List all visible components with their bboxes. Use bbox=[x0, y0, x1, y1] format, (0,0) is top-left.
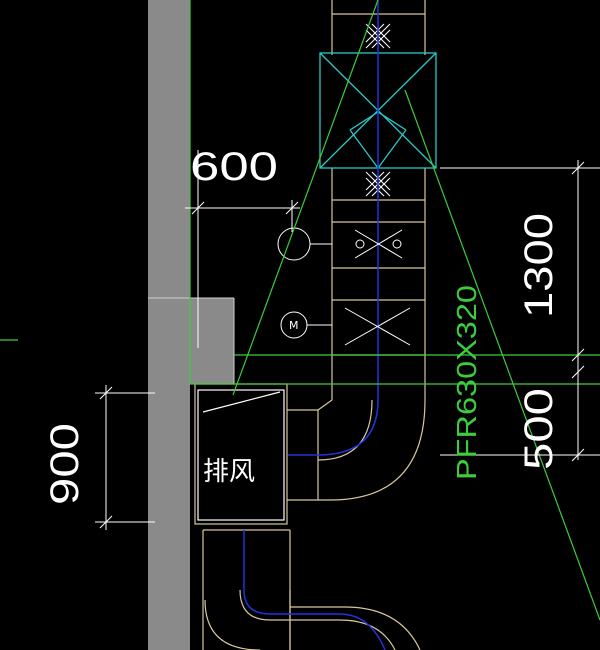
dim-1300: 1300 bbox=[517, 213, 561, 318]
dim-500: 500 bbox=[517, 388, 561, 470]
dim-600: 600 bbox=[190, 145, 278, 189]
dimension-lines bbox=[95, 150, 600, 530]
exhaust-outlet bbox=[194, 383, 318, 525]
wall-block bbox=[148, 298, 234, 384]
dim-900: 900 bbox=[43, 423, 87, 505]
duct-spec-label: PFR630X320 bbox=[451, 285, 482, 480]
motorized-damper bbox=[280, 307, 411, 346]
leader-lines bbox=[0, 0, 600, 621]
centerline bbox=[243, 0, 386, 650]
damper-valve bbox=[277, 227, 403, 261]
outlet-label: 排风 bbox=[203, 457, 255, 487]
motor-label: M bbox=[289, 319, 299, 332]
